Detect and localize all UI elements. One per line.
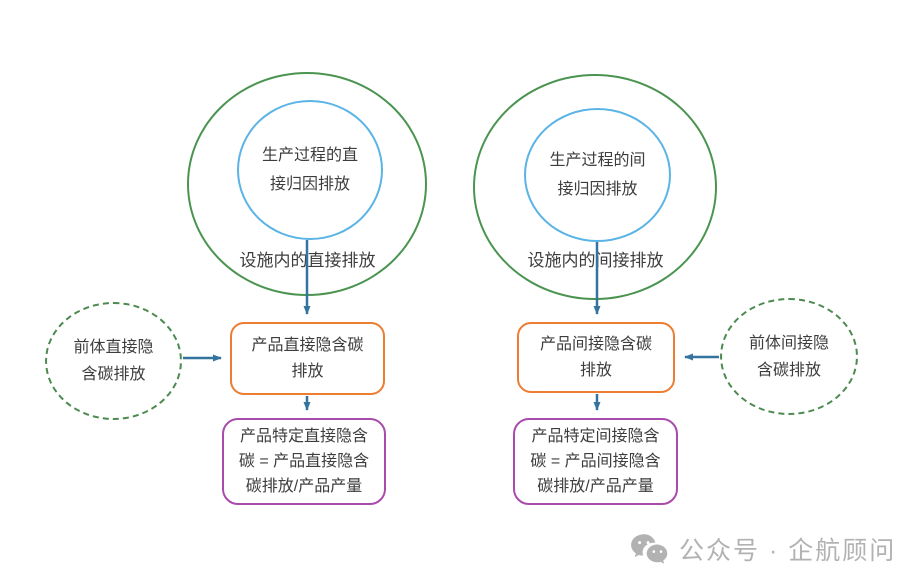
right-precursor-circle: 前体间接隐 含碳排放 — [720, 298, 858, 415]
left-formula-label-line: 碳排放/产品产量 — [245, 478, 363, 495]
right-product-label-line: 产品间接隐含碳 — [539, 335, 652, 353]
left-precursor-circle: 前体直接隐 含碳排放 — [45, 302, 182, 420]
left-process-label-line: 接归因排放 — [269, 176, 350, 193]
left-process-label-line: 生产过程的直 — [261, 147, 358, 164]
watermark: 公众号 · 企航顾问 — [630, 531, 896, 567]
left-product-label-line: 产品直接隐含碳 — [251, 336, 364, 354]
right-process-label-line: 生产过程的间 — [549, 152, 646, 169]
left-facility-label: 设施内的直接排放 — [239, 251, 376, 270]
left-precursor-label-line: 含碳排放 — [81, 366, 146, 383]
right-precursor-label-line: 含碳排放 — [756, 361, 821, 379]
right-formula-label-line: 产品特定间接隐含 — [531, 428, 660, 445]
right-formula-label-line: 碳 = 产品间接隐含 — [530, 453, 661, 470]
left-formula-box: 产品特定直接隐含 碳 = 产品直接隐含 碳排放/产品产量 — [222, 418, 386, 505]
watermark-label: 公众号 · 企航顾问 — [679, 537, 897, 565]
right-product-label-line: 排放 — [579, 361, 612, 379]
left-process-circle: 生产过程的直 接归因排放 — [237, 100, 383, 240]
right-process-label-line: 接归因排放 — [557, 181, 638, 198]
right-facility-label: 设施内的间接排放 — [527, 251, 664, 270]
left-precursor-label-line: 前体直接隐 — [73, 339, 154, 356]
left-formula-label-line: 碳 = 产品直接隐含 — [238, 453, 370, 470]
right-formula-label-line: 碳排放/产品产量 — [537, 478, 654, 495]
right-formula-box: 产品特定间接隐含 碳 = 产品间接隐含 碳排放/产品产量 — [513, 418, 678, 505]
left-formula-label-line: 产品特定直接隐含 — [239, 428, 368, 445]
right-process-circle: 生产过程的间 接归因排放 — [524, 108, 671, 242]
left-product-label-line: 排放 — [291, 362, 324, 380]
wechat-icon — [630, 533, 670, 566]
right-precursor-label-line: 前体间接隐 — [748, 334, 829, 352]
left-product-box: 产品直接隐含碳 排放 — [230, 322, 385, 395]
right-product-box: 产品间接隐含碳 排放 — [517, 322, 675, 393]
right-facility-circle — [473, 74, 717, 300]
